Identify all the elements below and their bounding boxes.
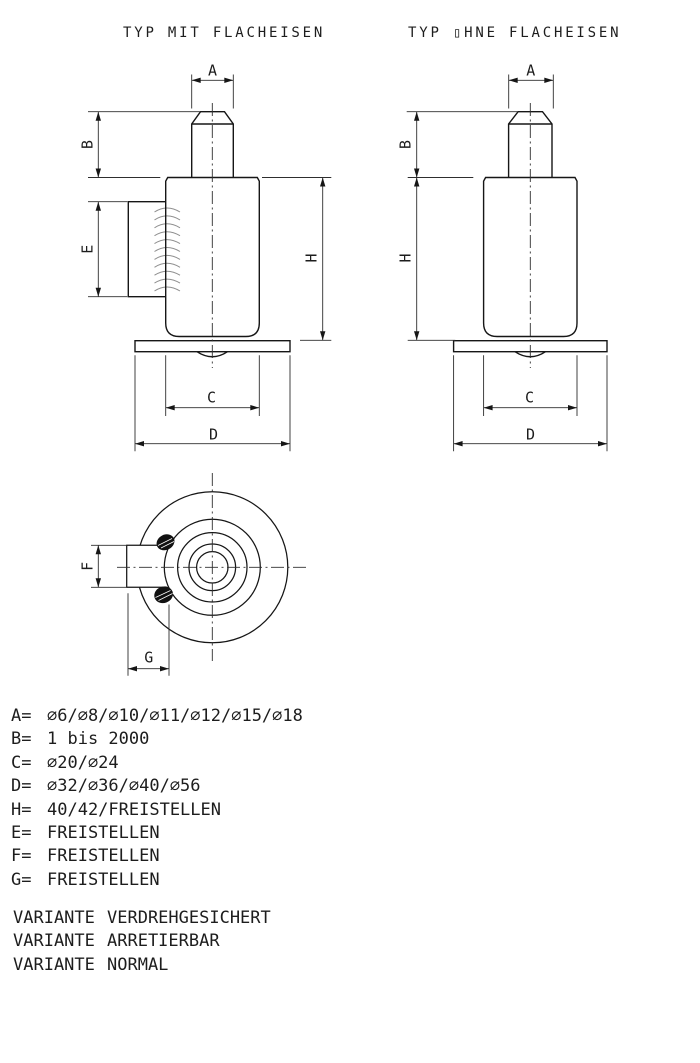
legend-row-g: G= FREISTELLEN	[11, 869, 303, 892]
dim-label-f: F	[79, 562, 97, 571]
legend-value: FREISTELLEN	[47, 823, 160, 844]
dim-d-right: D	[453, 355, 608, 452]
legend-label: A=	[11, 706, 32, 726]
top-view: F G	[79, 473, 306, 676]
dim-label-h: H	[397, 253, 415, 262]
legend-label: G=	[11, 869, 32, 890]
variant-row-arretierbar: VARIANTE ARRETIERBAR	[13, 930, 271, 953]
dim-label-e: E	[79, 245, 97, 254]
legend-row-c: C= ∅20/∅24	[11, 752, 303, 775]
flat-iron-plate	[127, 201, 166, 298]
dim-g: G	[127, 593, 170, 676]
dim-label-d: D	[209, 426, 218, 444]
dim-c-right: C	[483, 355, 578, 416]
dim-label-c: C	[525, 389, 534, 407]
dim-label-d: D	[526, 426, 535, 444]
flat-iron-tab	[126, 544, 164, 588]
dim-label-c: C	[207, 389, 216, 407]
variant-value: ARRETIERBAR	[107, 931, 220, 952]
legend-value: 1 bis 2000	[47, 729, 150, 750]
dim-b-right: B	[397, 111, 518, 178]
dim-a-left: A	[191, 62, 234, 109]
dim-label-a: A	[208, 62, 217, 80]
variant-row-normal: VARIANTE NORMAL	[13, 954, 271, 977]
body-outline	[165, 176, 260, 338]
weld-spot-top	[156, 534, 175, 551]
legend-value: ∅20/∅24	[47, 752, 119, 773]
variant-label: VARIANTE	[13, 908, 95, 928]
pin-outline	[191, 111, 234, 178]
dim-h-left: H	[262, 177, 332, 341]
dim-label-a: A	[526, 62, 535, 80]
dim-e-left: E	[79, 201, 128, 298]
dim-b-left: B	[79, 111, 201, 178]
dim-label-b: B	[397, 140, 415, 149]
cad-drawing: A B E H	[79, 62, 608, 676]
dim-label-b: B	[79, 140, 97, 149]
dimension-legend: A= ∅6/∅8/∅10/∅11/∅12/∅15/∅18 B= 1 bis 2000…	[11, 705, 303, 892]
body-outline	[482, 176, 578, 338]
dim-a-right: A	[508, 62, 554, 109]
variant-value: VERDREHGESICHERT	[107, 908, 271, 928]
legend-row-h: H= 40/42/FREISTELLEN	[11, 799, 303, 822]
legend-row-a: A= ∅6/∅8/∅10/∅11/∅12/∅15/∅18	[11, 705, 303, 728]
dim-c-left: C	[165, 355, 260, 416]
dim-d-left: D	[134, 355, 291, 452]
variant-row-verdrehgesichert: VARIANTE VERDREHGESICHERT	[13, 907, 271, 930]
legend-value: ∅32/∅36/∅40/∅56	[47, 776, 201, 797]
legend-label: F=	[11, 846, 32, 867]
legend-row-e: E= FREISTELLEN	[11, 822, 303, 845]
legend-value: FREISTELLEN	[47, 869, 160, 890]
legend-label: B=	[11, 729, 32, 750]
front-view-ohne-flacheisen: A B H C	[397, 62, 608, 452]
legend-label: C=	[11, 752, 32, 773]
legend-value: ∅6/∅8/∅10/∅11/∅12/∅15/∅18	[47, 706, 303, 726]
dim-f: F	[79, 544, 126, 588]
variant-label: VARIANTE	[13, 931, 95, 952]
legend-value: 40/42/FREISTELLEN	[47, 799, 221, 820]
legend-label: E=	[11, 823, 32, 844]
dim-h-right: H	[397, 177, 456, 341]
front-view-mit-flacheisen: A B E H	[79, 62, 332, 452]
weld-seam-texture	[154, 207, 181, 292]
legend-row-f: F= FREISTELLEN	[11, 845, 303, 868]
legend-row-d: D= ∅32/∅36/∅40/∅56	[11, 775, 303, 798]
dim-label-h: H	[303, 253, 321, 262]
legend-value: FREISTELLEN	[47, 846, 160, 867]
pin-outline	[507, 111, 553, 178]
legend-row-b: B= 1 bis 2000	[11, 728, 303, 751]
variant-list: VARIANTE VERDREHGESICHERT VARIANTE ARRETIE…	[13, 907, 271, 977]
dim-label-g: G	[144, 649, 153, 667]
variant-label: VARIANTE	[13, 954, 95, 975]
title-left-view: TYP MIT FLACHEISEN	[123, 25, 326, 41]
legend-label: D=	[11, 776, 32, 797]
title-right-view: TYP ▯HNE FLACHEISEN	[408, 25, 622, 41]
legend-label: H=	[11, 799, 32, 820]
variant-value: NORMAL	[107, 954, 169, 975]
weld-spot-bottom	[154, 586, 173, 604]
